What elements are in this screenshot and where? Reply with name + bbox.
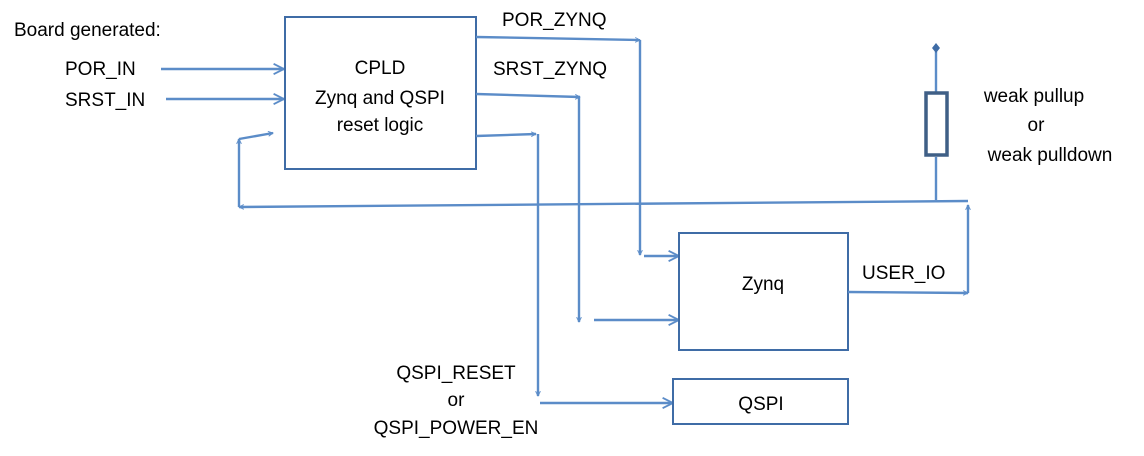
resistor-or-label: or [1028,115,1046,136]
por-zynq-out-arrow [475,35,640,40]
supply-node-icon [932,43,940,53]
cpld-description: reset logic [337,115,424,136]
cpld-block [284,16,477,170]
srst-in-label: SRST_IN [65,90,145,111]
srst-zynq-label: SRST_ZYNQ [493,59,607,80]
pull-resistor-icon [924,91,949,157]
feedback-left-arrow [239,199,969,207]
weak-pulldown-label: weak pulldown [987,145,1113,166]
qspi-or-label: or [448,390,466,411]
zynq-label: Zynq [742,274,784,295]
user-io-out-arrow [847,292,968,293]
zynq-block [678,232,849,351]
qspi-reset-out-arrow [475,134,536,138]
por-zynq-label: POR_ZYNQ [502,10,607,31]
qspi-block [672,378,849,425]
cpld-subtitle: Zynq and QSPI [315,88,445,109]
qspi-power-en-label: QSPI_POWER_EN [374,418,539,439]
qspi-reset-label: QSPI_RESET [396,363,516,384]
por-in-label: POR_IN [65,59,136,80]
weak-pullup-label: weak pullup [983,86,1084,107]
feedback-into-cpld-arrow [238,133,273,141]
qspi-label: QSPI [738,394,783,415]
cpld-title: CPLD [355,58,406,79]
user-io-label: USER_IO [862,263,945,284]
srst-zynq-out-arrow [475,92,580,97]
board-generated-label: Board generated: [14,20,161,41]
